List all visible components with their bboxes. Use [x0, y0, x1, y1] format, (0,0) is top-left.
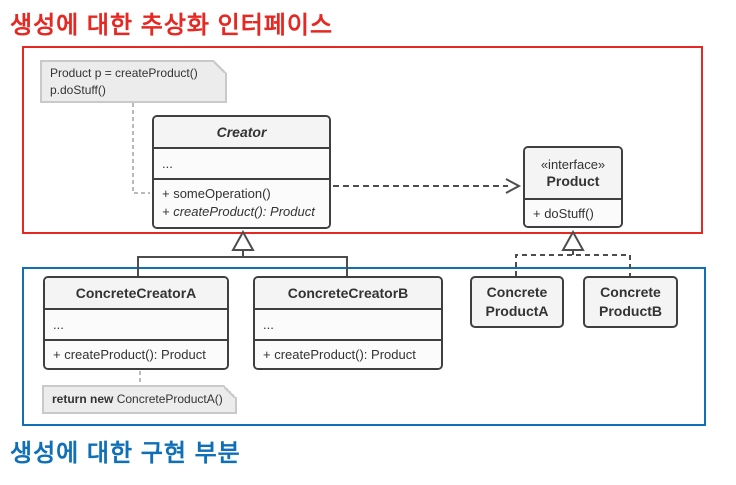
concrete-creator-a-method: + createProduct(): Product [45, 339, 227, 368]
client-code-line1: Product p = createProduct() [50, 66, 198, 80]
client-code-note: Product p = createProduct() p.doStuff() [40, 60, 227, 103]
note-connector-creator [132, 103, 150, 194]
concrete-product-b-name-line1: Concrete [600, 284, 661, 300]
product-interface-header: «interface» Product [525, 148, 621, 198]
concrete-creator-b-method: + createProduct(): Product [255, 339, 441, 368]
concrete-creator-b-ellipsis: ... [255, 308, 441, 339]
product-stereotype: «interface» [540, 157, 606, 172]
concrete-creator-a-ellipsis: ... [45, 308, 227, 339]
note-fold-icon [224, 385, 237, 398]
creator-class-box: Creator ... + someOperation() + createPr… [152, 115, 331, 229]
note-fold-icon [214, 60, 227, 73]
creator-ellipsis: ... [154, 147, 329, 178]
concrete-creator-a-box: ConcreteCreatorA ... + createProduct(): … [43, 276, 229, 370]
realization-triangle [561, 229, 585, 251]
concrete-creator-a-name: ConcreteCreatorA [45, 278, 227, 308]
concrete-creator-b-box: ConcreteCreatorB ... + createProduct(): … [253, 276, 443, 370]
abstraction-section-title: 생성에 대한 추상화 인터페이스 [10, 12, 334, 39]
implementation-region-frame [22, 267, 706, 426]
concrete-product-b-box: Concrete ProductB [583, 276, 678, 328]
concrete-product-b-name-line2: ProductB [599, 303, 662, 319]
client-code-line2: p.doStuff() [50, 83, 106, 97]
product-method-dostuff: + doStuff() [525, 198, 621, 226]
concrete-creator-b-name: ConcreteCreatorB [255, 278, 441, 308]
return-new-note: return new ConcreteProductA() [42, 385, 237, 414]
return-new-rest: ConcreteProductA() [116, 392, 223, 406]
creator-class-name: Creator [154, 117, 329, 147]
product-interface-box: «interface» Product + doStuff() [523, 146, 623, 228]
concrete-product-a-box: Concrete ProductA [470, 276, 564, 328]
concrete-product-a-name-line2: ProductA [485, 303, 549, 319]
creator-methods: + someOperation() + createProduct(): Pro… [154, 178, 329, 227]
concrete-product-a-name-line1: Concrete [486, 284, 548, 300]
abstraction-region-frame [22, 46, 703, 234]
implementation-section-title: 생성에 대한 구현 부분 [10, 440, 241, 467]
inheritance-connector [137, 256, 348, 276]
dependency-arrowhead [505, 178, 522, 194]
return-new-keyword: return new [52, 392, 117, 406]
product-interface-name: Product [546, 173, 600, 189]
realization-connector [515, 254, 631, 276]
creator-method-someoperation: + someOperation() [162, 186, 271, 201]
inheritance-triangle [231, 229, 255, 251]
creator-method-createproduct: + createProduct(): Product [162, 204, 315, 219]
